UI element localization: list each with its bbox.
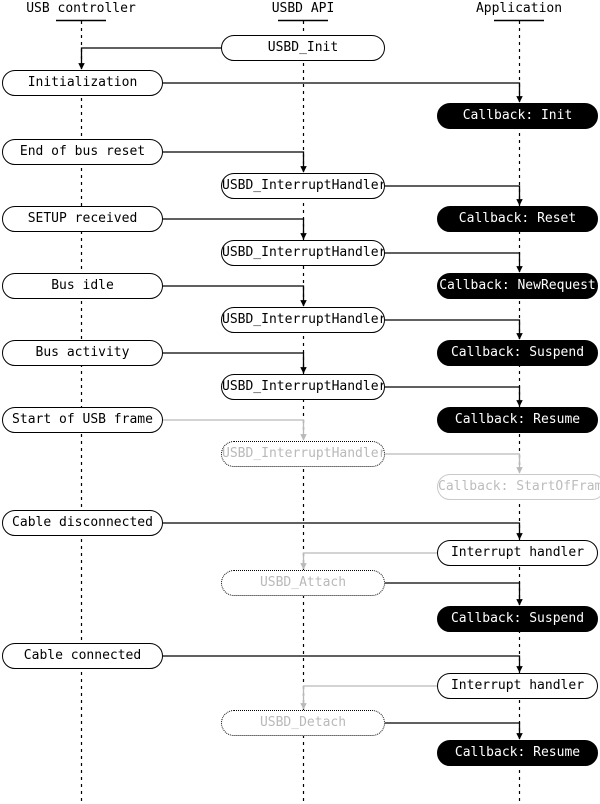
- connector-n15-to-n17: [163, 419, 307, 441]
- node-n23-cable-connected: Cable connected: [2, 643, 163, 669]
- node-n17-usbd-interrupthandler: USBD_InterruptHandler: [221, 441, 385, 467]
- node-n15-start-of-usb-frame: Start of USB frame: [2, 407, 163, 433]
- node-n11-usbd-interrupthandler: USBD_InterruptHandler: [221, 307, 385, 333]
- connector-n14-to-n16: [385, 386, 523, 407]
- connector-n25-to-n26: [385, 722, 523, 740]
- node-n3-callback-init: Callback: Init: [437, 103, 598, 129]
- node-n2-initialization: Initialization: [2, 70, 163, 96]
- connector-n4-to-n5: [163, 151, 307, 173]
- connector-n11-to-n13: [385, 319, 523, 340]
- node-n12-bus-activity: Bus activity: [2, 340, 163, 366]
- column-header-application: Application: [475, 1, 563, 16]
- connector-n17-to-n18: [385, 453, 523, 474]
- connectors: [78, 47, 523, 740]
- node-n21-usbd-attach: USBD_Attach: [221, 570, 385, 596]
- node-n25-usbd-detach: USBD_Detach: [221, 710, 385, 736]
- connector-n21-to-n22: [385, 582, 523, 606]
- node-n7-callback-reset: Callback: Reset: [437, 206, 598, 232]
- node-n10-callback-newrequest: Callback: NewRequest: [437, 273, 598, 299]
- connector-n1-to-n2: [78, 47, 221, 70]
- node-n26-callback-resume: Callback: Resume: [437, 740, 598, 766]
- connector-n8-to-n10: [385, 252, 523, 273]
- node-n20-interrupt-handler: Interrupt handler: [437, 540, 598, 566]
- connector-n5-to-n7: [385, 185, 523, 206]
- node-n14-usbd-interrupthandler: USBD_InterruptHandler: [221, 374, 385, 400]
- node-n9-bus-idle: Bus idle: [2, 273, 163, 299]
- connector-n6-to-n8: [163, 218, 307, 240]
- connector-n12-to-n14: [163, 352, 307, 374]
- node-n6-setup-received: SETUP received: [2, 206, 163, 232]
- connector-n19-to-n20: [163, 522, 523, 540]
- node-n4-end-of-bus-reset: End of bus reset: [2, 139, 163, 165]
- connector-n9-to-n11: [163, 285, 307, 307]
- node-n18-callback-startofframe: Callback: StartOfFrame: [437, 474, 600, 500]
- column-header-usbd-api: USBD API: [271, 1, 335, 16]
- connector-n24-to-n25: [300, 685, 437, 710]
- connector-n20-to-n21: [300, 552, 437, 570]
- node-n1-usbd-init: USBD_Init: [221, 35, 385, 61]
- node-n16-callback-resume: Callback: Resume: [437, 407, 598, 433]
- node-n22-callback-suspend: Callback: Suspend: [437, 606, 598, 632]
- column-header-usb-controller: USB controller: [26, 1, 136, 16]
- node-n13-callback-suspend: Callback: Suspend: [437, 340, 598, 366]
- node-n5-usbd-interrupthandler: USBD_InterruptHandler: [221, 173, 385, 199]
- connector-n23-to-n24: [163, 655, 523, 673]
- node-n8-usbd-interrupthandler: USBD_InterruptHandler: [221, 240, 385, 266]
- node-n24-interrupt-handler: Interrupt handler: [437, 673, 598, 699]
- node-n19-cable-disconnected: Cable disconnected: [2, 510, 163, 536]
- connector-n2-to-n3: [163, 82, 523, 103]
